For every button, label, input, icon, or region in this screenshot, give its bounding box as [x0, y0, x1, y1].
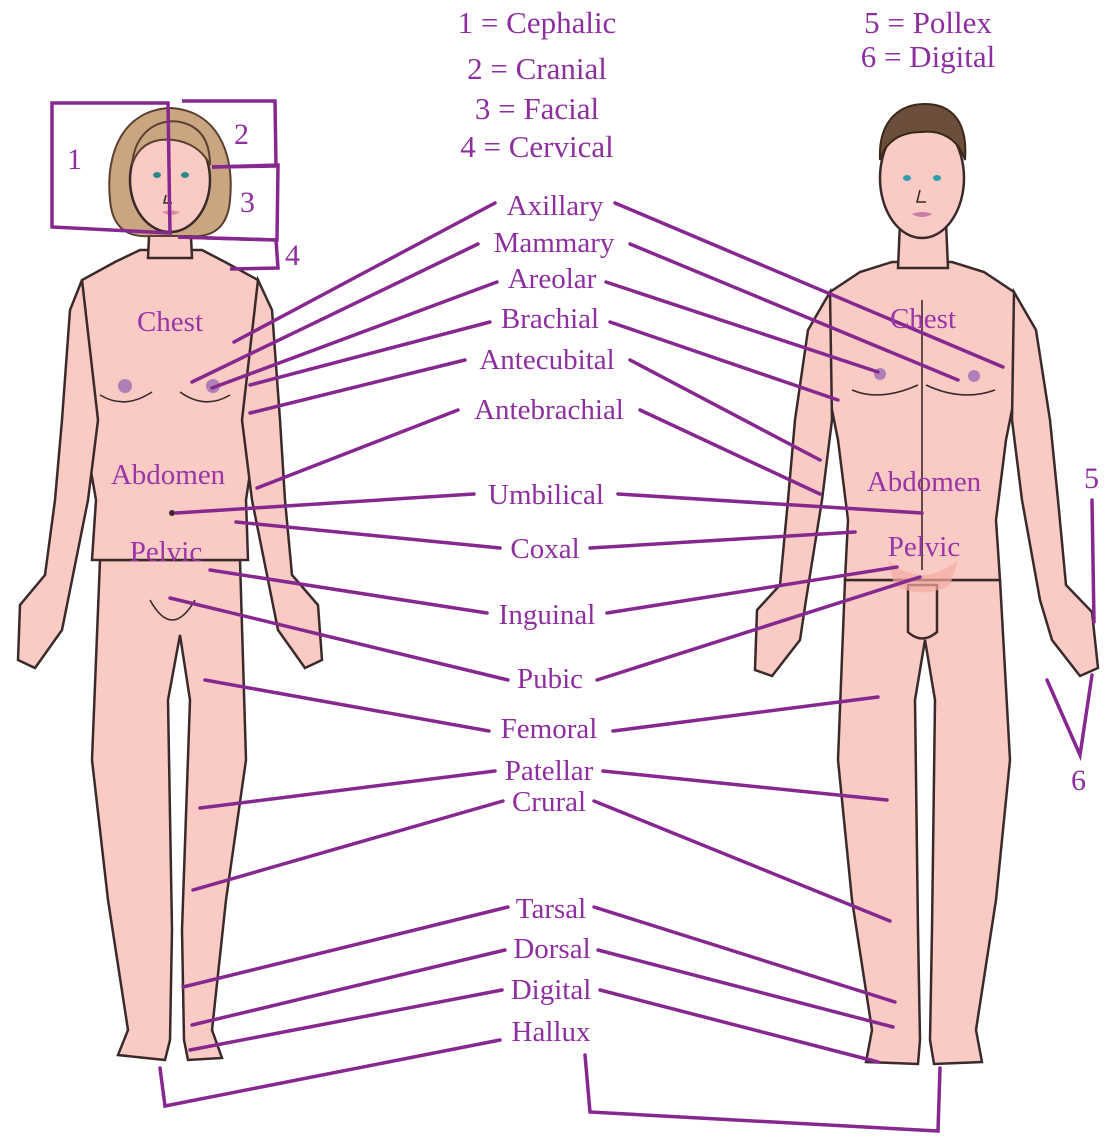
male-chest-label: Chest: [890, 303, 956, 335]
label-femoral: Femoral: [501, 713, 598, 745]
male-pelvic-label: Pelvic: [888, 531, 961, 563]
label-inguinal: Inguinal: [499, 599, 596, 631]
box-number-1: 1: [67, 143, 82, 176]
label-coxal: Coxal: [510, 533, 579, 565]
label-pubic: Pubic: [517, 663, 583, 695]
key-center: 1 = Cephalic 2 = Cranial 3 = Facial 4 = …: [458, 5, 617, 164]
female-chest-label: Chest: [137, 306, 203, 338]
label-digital: Digital: [511, 974, 592, 1006]
label-patellar: Patellar: [505, 755, 594, 787]
hand-number-5: 5: [1084, 462, 1099, 495]
key-cephalic: 1 = Cephalic: [458, 5, 617, 40]
label-brachial: Brachial: [501, 303, 599, 335]
key-cervical: 4 = Cervical: [460, 129, 614, 164]
male-figure: [755, 104, 1098, 1064]
female-abdomen-label: Abdomen: [111, 459, 226, 491]
female-pelvic-label: Pelvic: [130, 536, 203, 568]
label-mammary: Mammary: [494, 227, 615, 259]
label-crural: Crural: [512, 786, 586, 818]
key-facial: 3 = Facial: [475, 91, 599, 126]
label-axillary: Axillary: [507, 190, 604, 222]
label-areolar: Areolar: [508, 263, 597, 295]
box-number-4: 4: [285, 239, 300, 272]
label-tarsal: Tarsal: [516, 893, 586, 925]
center-labels: Axillary Mammary Areolar Brachial Antecu…: [474, 190, 624, 1048]
key-pollex: 5 = Pollex: [864, 5, 992, 40]
box-number-2: 2: [234, 118, 249, 151]
hand-number-6: 6: [1071, 764, 1086, 797]
key-cranial: 2 = Cranial: [467, 51, 607, 86]
label-dorsal: Dorsal: [513, 933, 590, 965]
box-number-3: 3: [240, 186, 255, 219]
label-hallux: Hallux: [512, 1016, 591, 1048]
label-antebrachial: Antebrachial: [474, 394, 624, 426]
key-digital: 6 = Digital: [861, 39, 996, 74]
label-umbilical: Umbilical: [488, 479, 604, 511]
label-antecubital: Antecubital: [479, 344, 614, 376]
male-abdomen-label: Abdomen: [867, 466, 982, 498]
key-right: 5 = Pollex 6 = Digital: [861, 5, 996, 74]
